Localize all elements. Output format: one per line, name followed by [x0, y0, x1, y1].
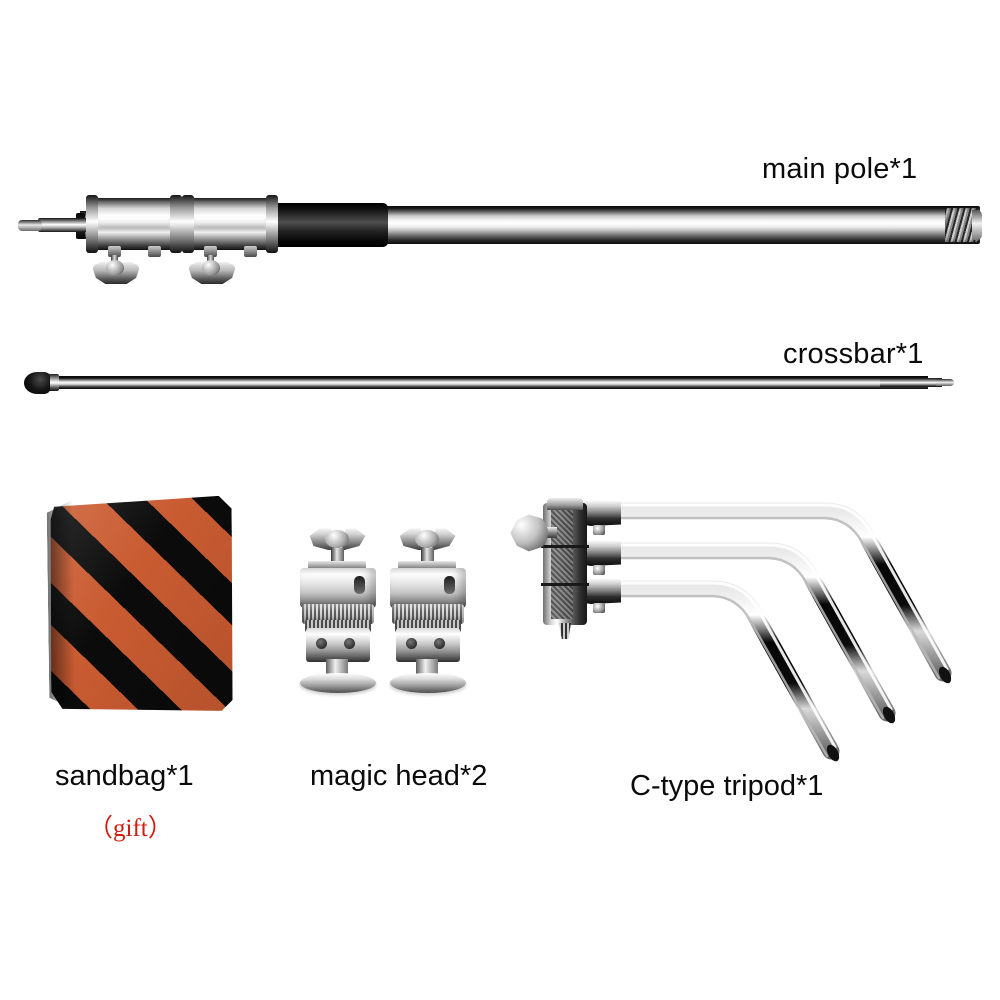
c-type-tripod-illustration	[505, 495, 985, 762]
crossbar-tip	[936, 379, 954, 386]
main-pole-illustration	[0, 195, 1000, 286]
sandbag-fold-shadow	[47, 500, 76, 710]
tripod-socket-screw-3	[593, 603, 605, 613]
clamp-wing-knob	[106, 260, 124, 276]
magic-head-block-hole	[354, 576, 365, 594]
clamp-bolt-b	[244, 246, 257, 257]
sandbag-sheen	[49, 496, 235, 714]
clamp-ring-right	[266, 195, 278, 253]
main-pole-rubber-grip	[264, 203, 388, 247]
magic-head-base-disc	[390, 673, 466, 693]
tripod-leg-3	[568, 573, 995, 803]
crossbar-end-cap	[24, 372, 50, 394]
tripod-hub-foot-screw	[558, 623, 572, 639]
c-type-tripod-label: C-type tripod*1	[630, 770, 824, 802]
main-pole-label: main pole*1	[762, 153, 918, 185]
sandbag-illustration	[49, 496, 235, 714]
magic-head-port-b	[434, 638, 445, 649]
sandbag-label: sandbag*1	[55, 760, 194, 792]
magic-head-port-a	[406, 638, 417, 649]
tripod-hub-seam-2	[541, 583, 589, 586]
main-pole-end-cap	[18, 220, 42, 231]
magic-head-handle-knob	[325, 530, 349, 548]
main-pole-tip-cap	[972, 210, 982, 240]
main-pole-clamp-1	[86, 195, 182, 284]
clamp-ring-right	[170, 195, 182, 253]
magic-head-2	[382, 528, 474, 693]
main-pole-tube	[385, 206, 980, 244]
main-pole-clamp-2	[182, 195, 278, 284]
sandbag-striped-cloth	[49, 496, 235, 714]
tripod-hub-texture	[551, 507, 573, 619]
crossbar-rod	[48, 376, 928, 389]
magic-head-block-hole	[444, 576, 455, 594]
magic-head-handle-shaft	[331, 548, 344, 564]
tripod-socket-screw-1	[593, 525, 605, 535]
tripod-leg-2	[568, 535, 995, 765]
magic-head-handle-knob	[415, 530, 439, 548]
magic-head-knurled-ring	[302, 604, 374, 624]
crossbar-rod-taper	[880, 378, 942, 387]
sandbag-gift-note: （gift）	[88, 815, 173, 842]
clamp-bolt-a	[108, 246, 121, 257]
tripod-locking-knob	[510, 514, 548, 552]
clamp-highlight	[100, 218, 168, 227]
magic-head-top-plate	[398, 561, 456, 571]
tripod-leg-1	[568, 495, 995, 725]
tripod-knob-stem	[541, 527, 557, 538]
clamp-ring-left	[182, 195, 194, 253]
tripod-socket-screw-2	[593, 565, 605, 575]
clamp-ring-left	[86, 195, 98, 253]
crossbar-label: crossbar*1	[783, 338, 924, 370]
clamp-wing-knob	[202, 260, 220, 276]
magic-head-knurled-ring	[392, 604, 464, 624]
magic-head-top-plate	[308, 561, 366, 571]
clamp-bolt-a	[204, 246, 217, 257]
crossbar-illustration	[0, 368, 1000, 398]
magic-head-1	[292, 528, 384, 693]
clamp-highlight	[196, 218, 264, 227]
main-pole-telescoping-tip	[38, 218, 100, 232]
tripod-hub-seam-1	[541, 545, 589, 548]
magic-head-port-a	[316, 638, 327, 649]
magic-head-label: magic head*2	[310, 760, 488, 792]
clamp-bolt-b	[148, 246, 161, 257]
magic-head-port-b	[344, 638, 355, 649]
magic-head-handle-shaft	[421, 548, 434, 564]
tripod-hub-cap	[547, 498, 583, 510]
magic-head-base-disc	[300, 673, 376, 693]
